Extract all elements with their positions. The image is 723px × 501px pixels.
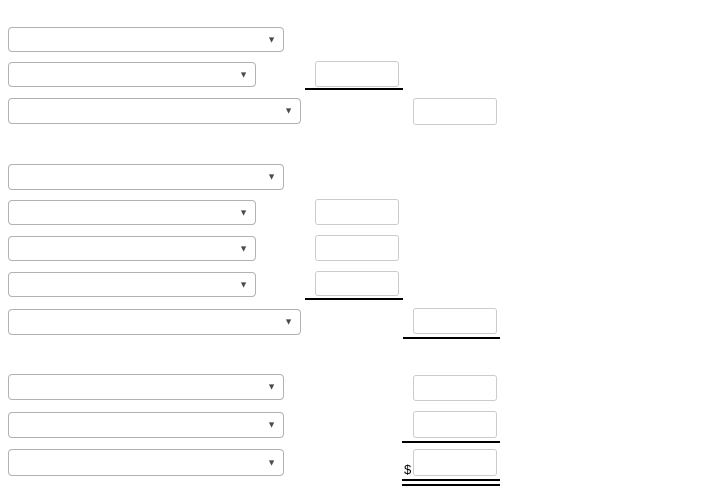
dropdown-select-10[interactable]: ▼ — [8, 412, 284, 438]
amount-input-8[interactable] — [413, 411, 497, 438]
underline-divider — [402, 441, 500, 443]
amount-input-1[interactable] — [315, 61, 399, 87]
total-amount-input[interactable] — [413, 449, 497, 476]
dropdown-select-3[interactable]: ▼ — [8, 98, 301, 124]
chevron-down-icon: ▼ — [267, 457, 276, 467]
dropdown-select-11[interactable]: ▼ — [8, 449, 284, 476]
underline-divider — [305, 88, 403, 90]
chevron-down-icon: ▼ — [267, 419, 276, 430]
amount-input-5[interactable] — [315, 271, 399, 296]
chevron-down-icon: ▼ — [267, 34, 276, 44]
dropdown-select-7[interactable]: ▼ — [8, 272, 256, 297]
double-underline-total — [402, 479, 500, 486]
chevron-down-icon: ▼ — [284, 105, 293, 116]
currency-symbol: $ — [404, 462, 412, 477]
amount-input-6[interactable] — [413, 308, 497, 334]
amount-input-2[interactable] — [413, 98, 497, 125]
amount-input-7[interactable] — [413, 375, 497, 401]
chevron-down-icon: ▼ — [267, 381, 276, 392]
dropdown-select-8[interactable]: ▼ — [8, 309, 301, 335]
dropdown-select-9[interactable]: ▼ — [8, 374, 284, 400]
amount-input-3[interactable] — [315, 199, 399, 225]
dropdown-select-2[interactable]: ▼ — [8, 62, 256, 87]
chevron-down-icon: ▼ — [267, 171, 276, 182]
dropdown-select-1[interactable]: ▼ — [8, 27, 284, 52]
chevron-down-icon: ▼ — [239, 243, 248, 253]
dropdown-select-5[interactable]: ▼ — [8, 200, 256, 225]
dropdown-select-6[interactable]: ▼ — [8, 236, 256, 261]
chevron-down-icon: ▼ — [284, 316, 293, 327]
chevron-down-icon: ▼ — [239, 207, 248, 217]
chevron-down-icon: ▼ — [239, 69, 248, 79]
underline-divider — [305, 298, 403, 300]
underline-divider — [403, 337, 500, 339]
amount-input-4[interactable] — [315, 235, 399, 261]
dropdown-select-4[interactable]: ▼ — [8, 164, 284, 190]
chevron-down-icon: ▼ — [239, 279, 248, 289]
